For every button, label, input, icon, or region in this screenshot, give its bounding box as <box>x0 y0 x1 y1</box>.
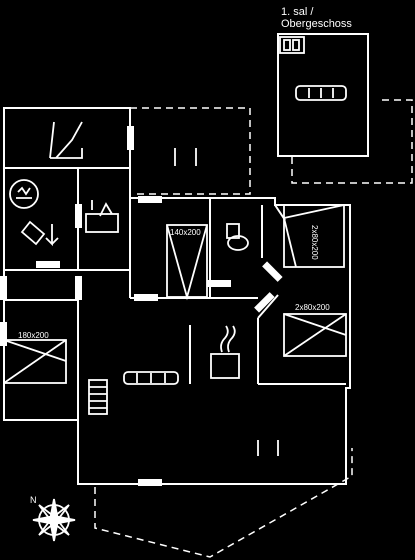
shower-icon <box>20 220 59 247</box>
sofa-icon <box>295 85 347 101</box>
floor-label-line1: 1. sal / <box>281 6 314 18</box>
terrace-bottom-dashed <box>94 448 353 558</box>
door <box>127 126 134 150</box>
bed-label: 180x200 <box>18 331 49 340</box>
stairs-icon <box>88 379 108 415</box>
door <box>207 280 231 287</box>
upper-bed-icon <box>279 36 305 54</box>
bed-label: 140x200 <box>170 228 201 237</box>
door <box>134 294 158 301</box>
upper-balcony-dashed <box>291 99 413 184</box>
upper-floor-outline <box>277 33 369 157</box>
door <box>138 479 162 486</box>
door <box>262 261 283 282</box>
hot-tub-icon <box>210 325 240 379</box>
bed-2x80x200-right <box>283 204 345 268</box>
sauna-icon <box>9 179 39 209</box>
door <box>138 196 162 203</box>
bed-2x80x200-bottom <box>283 313 347 357</box>
wall <box>257 294 279 319</box>
house-outer-wall <box>3 107 351 485</box>
door <box>36 261 60 268</box>
floor-label-line2: Obergeschoss <box>281 18 352 30</box>
terrace-top-dashed <box>130 107 251 195</box>
bed-140x200 <box>166 224 208 301</box>
door <box>254 292 275 313</box>
toilet-icon <box>226 223 249 251</box>
door <box>0 276 7 300</box>
terrace-chairs-icon <box>174 148 279 456</box>
north-label: N <box>30 495 37 505</box>
washing-machine-icon <box>49 121 83 159</box>
door <box>0 322 7 346</box>
bed-label: 2x80x200 <box>295 303 330 312</box>
door <box>75 276 82 300</box>
door <box>75 204 82 228</box>
living-sofa-icon <box>123 371 179 385</box>
compass-icon <box>32 498 76 542</box>
bed-180x200 <box>3 339 67 384</box>
bed-label: 2x80x200 <box>310 225 319 260</box>
sink-icon <box>85 200 119 233</box>
